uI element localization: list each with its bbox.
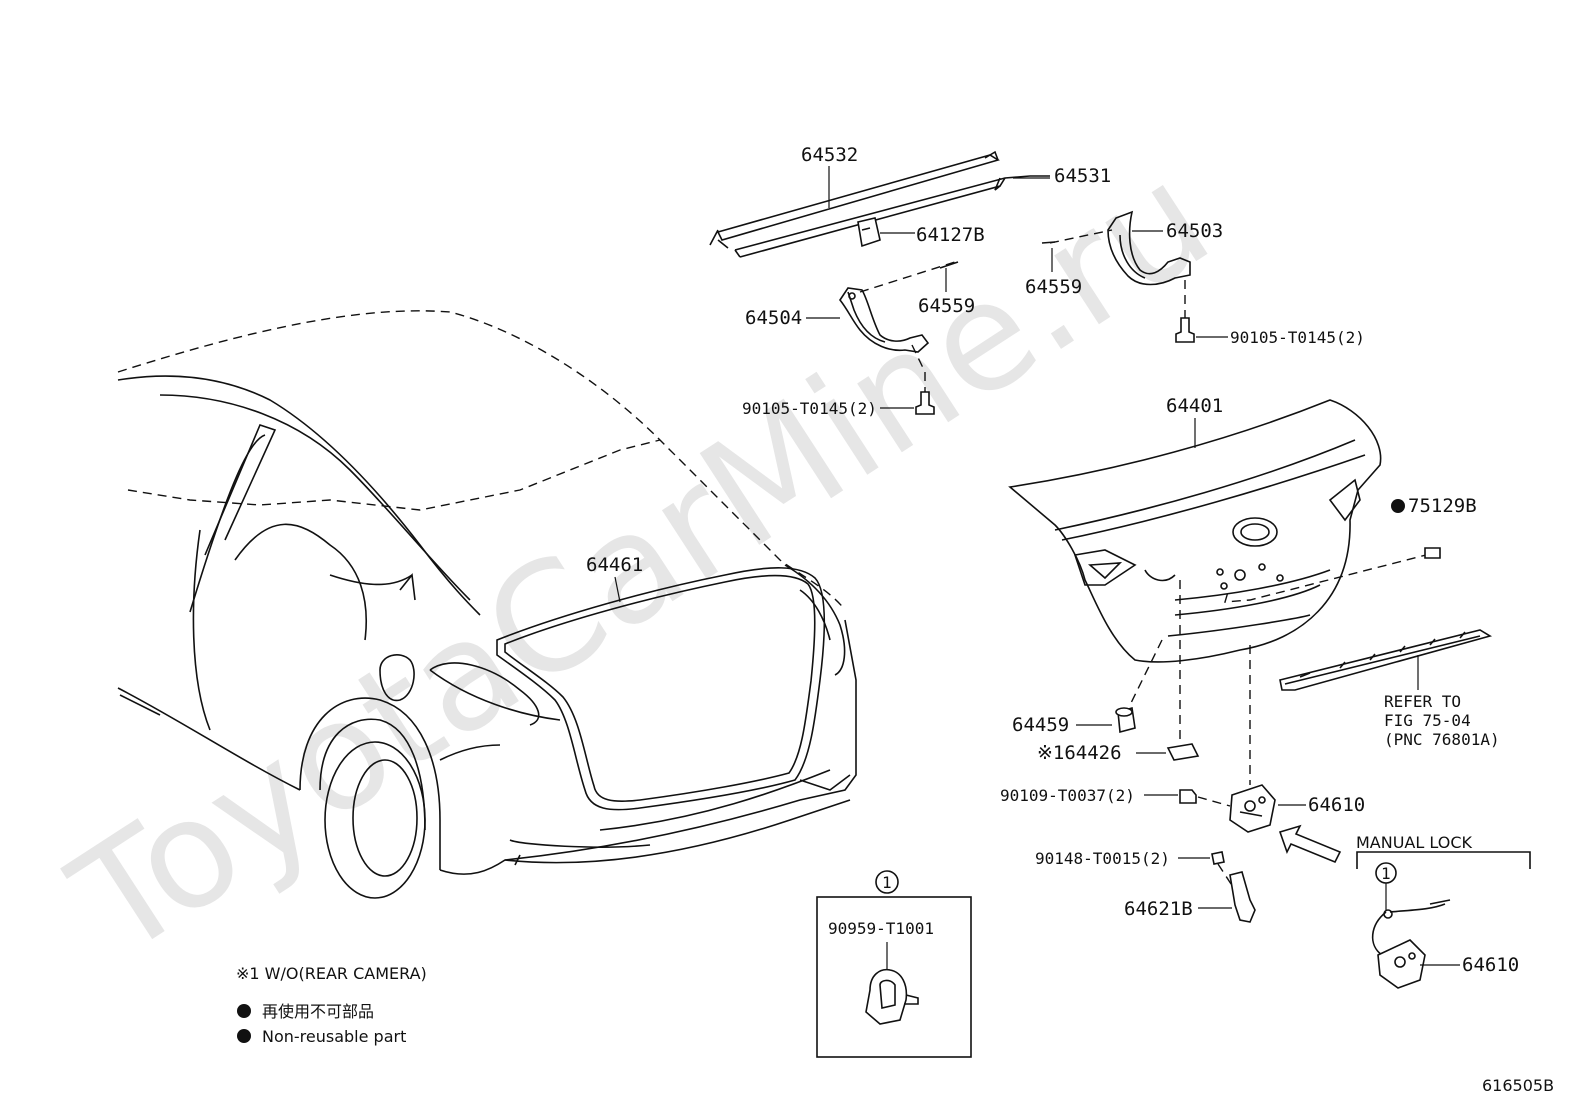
part-label-64532: 64532 — [801, 144, 858, 166]
high-mount-stop-lamp-illustration — [1279, 629, 1493, 691]
legend-non-reusable-en: Non-reusable part — [262, 1027, 406, 1046]
manual-lock-label: MANUAL LOCK — [1356, 833, 1472, 852]
callout-number-manual: 1 — [1381, 864, 1391, 883]
part-label-64401: 64401 — [1166, 395, 1223, 417]
torsion-bar-rods — [709, 150, 1050, 258]
car-body-illustration — [117, 310, 857, 899]
part-label-64559-right: 64559 — [1025, 276, 1082, 298]
lock-lever-64621b-shape — [1229, 871, 1256, 923]
hinge-right-illustration — [1107, 210, 1191, 286]
hinge-left-illustration — [839, 287, 930, 353]
part-label-64459: 64459 — [1012, 714, 1069, 736]
refer-line-1: REFER TO — [1384, 692, 1461, 711]
bracket-64127b-shape — [857, 217, 881, 248]
manual-lock-illustration — [1371, 899, 1451, 989]
part-label-64531: 64531 — [1054, 165, 1111, 187]
inset-box — [816, 896, 972, 1058]
part-label-64503: 64503 — [1166, 220, 1223, 242]
part-label-64610: 64610 — [1308, 794, 1365, 816]
refer-line-3: (PNC 76801A) — [1384, 730, 1500, 749]
legend-note-1: ※1 W/O(REAR CAMERA) — [236, 964, 427, 983]
legend-bullet-jp — [237, 1004, 251, 1018]
part-label-90105-left: 90105-T0145(2) — [742, 399, 877, 418]
figure-id: 616505B — [1482, 1076, 1554, 1095]
non-reusable-marker-75129b — [1391, 499, 1405, 513]
legend-non-reusable-jp: 再使用不可部品 — [262, 1002, 374, 1021]
part-label-90105-right: 90105-T0145(2) — [1230, 328, 1365, 347]
part-label-64426: ※164426 — [1037, 742, 1122, 764]
clip-90959-illustration — [865, 968, 919, 1025]
part-label-64461: 64461 — [586, 554, 643, 576]
trunk-lock-illustration — [1229, 784, 1276, 833]
part-label-90959: 90959-T1001 — [828, 919, 934, 938]
callout-number-inset: 1 — [882, 873, 892, 892]
part-label-64504: 64504 — [745, 307, 802, 329]
part-label-64559-left: 64559 — [918, 295, 975, 317]
part-label-90109: 90109-T0037(2) — [1000, 786, 1135, 805]
part-label-64621b: 64621B — [1124, 898, 1193, 920]
part-label-75129b: 75129B — [1408, 495, 1477, 517]
part-label-90148: 90148-T0015(2) — [1035, 849, 1170, 868]
part-label-64127b: 64127B — [916, 224, 985, 246]
refer-line-2: FIG 75-04 — [1384, 711, 1471, 730]
trunk-lid-illustration — [1008, 399, 1382, 663]
legend-bullet-en — [237, 1029, 251, 1043]
part-label-64610-manual: 64610 — [1462, 954, 1519, 976]
view-arrow — [1278, 824, 1342, 864]
